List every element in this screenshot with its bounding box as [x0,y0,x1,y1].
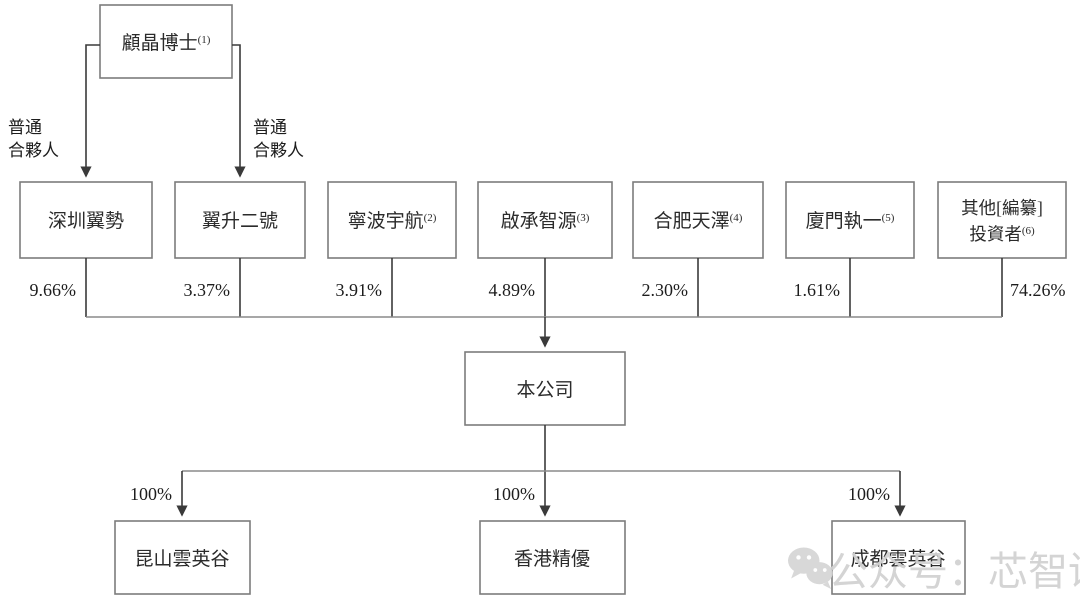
shareholder-node-ningbo-yuhang[interactable]: 寧波宇航(2) [327,181,457,259]
pct-hongkong-jingyou: 100% [493,484,535,504]
pct-xiamen-zhiyi: 1.61% [794,280,841,300]
shareholder-label-other-investors-line1: 其他[編纂] [961,198,1043,218]
shareholder-box-hefei-tianze [632,181,764,259]
shareholder-node-xiamen-zhiyi[interactable]: 廈門執一(5) [785,181,915,259]
pct-qicheng-zhiyuan: 4.89% [489,280,536,300]
gp-right-line2: 合夥人 [253,141,304,160]
connector-top-to-yisheng-erhao [232,44,246,178]
shareholder-box-yisheng-erhao [174,181,306,259]
shareholder-label-hefei-tianze: 合肥天澤(4) [654,210,743,232]
company-node[interactable]: 本公司 [464,351,626,426]
shareholder-label-xiamen-zhiyi: 廈門執一(5) [806,210,895,232]
label-general-partner-left: 普通 合夥人 [8,118,59,160]
pct-chengdu-yunyinggu: 100% [848,484,890,504]
subsidiary-node-kunshan-yunyinggu[interactable]: 昆山雲英谷 [114,520,251,595]
subsidiary-node-hongkong-jingyou[interactable]: 香港精優 [479,520,626,595]
shareholder-row: 深圳翼勢 翼升二號 寧波宇航(2) 啟承智源(3) [19,181,1067,259]
subsidiary-percentages: 100% 100% 100% [130,484,890,504]
shareholder-label-shenzhen-yishi: 深圳翼勢 [48,210,124,232]
watermark: 公众号：芯智讯 [788,547,1080,595]
shareholder-node-hefei-tianze[interactable]: 合肥天澤(4) [632,181,764,259]
shareholder-node-yisheng-erhao[interactable]: 翼升二號 [174,181,306,259]
shareholder-box-shenzhen-yishi [19,181,153,259]
top-person-label: 顧晶博士(1) [122,32,211,54]
shareholder-box-ningbo-yuhang [327,181,457,259]
watermark-text: 公众号：芯智讯 [828,549,1080,595]
wechat-icon [788,547,833,589]
subsidiary-label-hongkong-jingyou: 香港精優 [514,548,590,570]
subsidiary-box-hongkong-jingyou [479,520,626,595]
shareholder-node-qicheng-zhiyuan[interactable]: 啟承智源(3) [477,181,613,259]
pct-hefei-tianze: 2.30% [642,280,689,300]
shareholder-node-shenzhen-yishi[interactable]: 深圳翼勢 [19,181,153,259]
top-person-node[interactable]: 顧晶博士(1) [99,4,233,79]
shareholder-label-yisheng-erhao: 翼升二號 [202,210,278,232]
subsidiary-box-chengdu-yunyinggu [831,520,966,595]
shareholder-label-qicheng-zhiyuan: 啟承智源(3) [501,210,590,232]
shareholder-label-other-investors-line2: 投資者(6) [969,224,1035,244]
pct-other-investors: 74.26% [1010,280,1066,300]
shareholder-node-other-investors[interactable]: 其他[編纂] 投資者(6) [937,181,1067,259]
subsidiary-label-kunshan-yunyinggu: 昆山雲英谷 [134,548,229,570]
pct-kunshan-yunyinggu: 100% [130,484,172,504]
subsidiary-bus-connectors [176,425,906,517]
label-general-partner-right: 普通 合夥人 [253,118,304,160]
top-person-box [99,4,233,79]
company-label: 本公司 [516,379,573,401]
shareholder-label-ningbo-yuhang: 寧波宇航(2) [348,210,437,232]
shareholder-bus-connectors [85,258,1003,348]
shareholder-percentages: 9.66% 3.37% 3.91% 4.89% 2.30% 1.61% 74.2… [30,280,1066,300]
pct-ningbo-yuhang: 3.91% [336,280,383,300]
pct-shenzhen-yishi: 9.66% [30,280,77,300]
gp-right-line1: 普通 [253,118,287,137]
shareholder-box-other-investors [937,181,1067,259]
gp-left-line1: 普通 [8,118,42,137]
subsidiary-node-chengdu-yunyinggu[interactable]: 成都雲英谷 [831,520,966,595]
subsidiary-box-kunshan-yunyinggu [114,520,251,595]
gp-left-line2: 合夥人 [8,141,59,160]
pct-yisheng-erhao: 3.37% [184,280,231,300]
subsidiary-row: 昆山雲英谷 香港精優 成都雲英谷 [114,520,966,595]
subsidiary-label-chengdu-yunyinggu: 成都雲英谷 [850,548,945,570]
connector-top-to-shenzhen-yishi [80,44,100,178]
